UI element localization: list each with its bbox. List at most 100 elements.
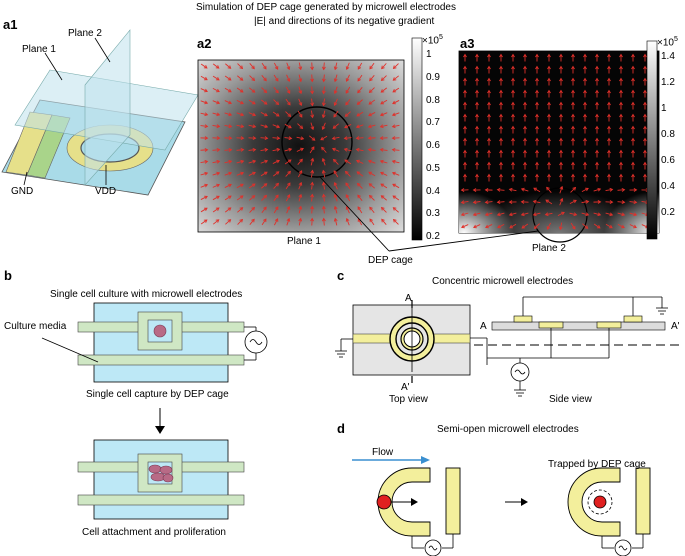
gradient-arrowhead bbox=[643, 125, 647, 130]
gradient-arrowhead bbox=[643, 53, 647, 58]
gradient-arrow bbox=[321, 147, 327, 153]
gradient-arrowhead bbox=[511, 137, 515, 142]
gradient-arrowhead bbox=[499, 77, 503, 82]
gradient-arrowhead bbox=[333, 90, 338, 95]
gradient-arrowhead bbox=[276, 159, 280, 164]
gradient-arrow bbox=[356, 124, 364, 128]
gradient-arrowhead bbox=[287, 101, 291, 106]
gradient-arrow bbox=[393, 207, 399, 213]
gradient-arrowhead bbox=[288, 147, 293, 152]
gradient-arrowhead bbox=[475, 149, 479, 154]
gradient-arrow bbox=[249, 207, 255, 213]
gradient-arrowhead bbox=[343, 136, 348, 141]
gradient-arrowhead bbox=[380, 206, 385, 211]
gradient-arrow bbox=[521, 212, 529, 216]
gradient-arrowhead bbox=[215, 65, 220, 69]
gradient-arrow bbox=[605, 212, 613, 216]
gradient-arrowhead bbox=[499, 101, 503, 106]
gradient-arrow bbox=[381, 207, 387, 213]
gradient-arrowhead bbox=[508, 200, 513, 204]
gradient-arrowhead bbox=[619, 65, 623, 70]
gradient-arrowhead bbox=[357, 194, 361, 199]
gradient-arrowhead bbox=[463, 113, 467, 118]
gradient-arrow bbox=[392, 195, 400, 201]
gradient-arrowhead bbox=[499, 173, 503, 178]
panel-d-tag: d bbox=[337, 421, 345, 436]
gradient-arrowhead bbox=[392, 65, 397, 70]
gradient-arrowhead bbox=[300, 136, 305, 141]
gradient-arrowhead bbox=[345, 78, 350, 82]
gradient-arrowhead bbox=[391, 171, 396, 176]
gradient-arrowhead bbox=[535, 101, 539, 106]
gradient-arrowhead bbox=[559, 185, 564, 190]
gradient-arrow bbox=[380, 87, 388, 93]
gradient-arrowhead bbox=[331, 136, 336, 141]
gradient-arrowhead bbox=[380, 100, 384, 105]
gradient-arrowhead bbox=[463, 125, 467, 130]
gradient-arrowhead bbox=[487, 65, 491, 70]
gradient-arrow bbox=[224, 149, 232, 151]
gradient-arrowhead bbox=[298, 66, 303, 71]
gradient-arrowhead bbox=[321, 193, 326, 198]
gradient-arrowhead bbox=[643, 149, 647, 154]
gradient-arrow bbox=[224, 172, 232, 176]
gradient-arrowhead bbox=[251, 77, 256, 82]
gradient-arrowhead bbox=[631, 161, 635, 166]
gradient-arrowhead bbox=[263, 171, 268, 176]
gradient-arrowhead bbox=[463, 137, 467, 142]
gradient-arrow bbox=[473, 224, 481, 228]
gradient-arrowhead bbox=[583, 173, 587, 178]
gradient-arrowhead bbox=[391, 159, 396, 164]
panel-b-tag: b bbox=[4, 268, 12, 283]
gradient-arrow bbox=[332, 148, 340, 152]
gnd-label: GND bbox=[11, 186, 34, 197]
gradient-arrow bbox=[200, 125, 208, 127]
gradient-arrow bbox=[200, 219, 208, 225]
gradient-arrow bbox=[333, 159, 339, 165]
gradient-arrow bbox=[357, 74, 363, 82]
gradient-arrowhead bbox=[583, 161, 587, 166]
gradient-arrow bbox=[224, 160, 232, 164]
gradient-arrow bbox=[212, 184, 220, 188]
gradient-arrow bbox=[248, 99, 256, 105]
gradient-arrowhead bbox=[546, 226, 551, 230]
gradient-arrowhead bbox=[345, 101, 349, 106]
gradient-arrow bbox=[368, 112, 376, 116]
gradient-arrow bbox=[392, 75, 400, 81]
gradient-arrowhead bbox=[355, 147, 360, 152]
gradient-arrowhead bbox=[381, 65, 385, 70]
gradient-arrowhead bbox=[496, 187, 501, 192]
gradient-arrowhead bbox=[521, 225, 526, 229]
gradient-arrow bbox=[485, 224, 493, 228]
gradient-arrowhead bbox=[228, 112, 233, 117]
gradient-arrowhead bbox=[321, 146, 325, 151]
gradient-arrowhead bbox=[607, 65, 611, 70]
gradient-arrowhead bbox=[344, 124, 348, 129]
gradient-arrowhead bbox=[487, 161, 491, 166]
a3-colorbar-tick: 1.2 bbox=[661, 77, 675, 88]
gradient-arrow bbox=[236, 112, 244, 116]
gradient-arrowhead bbox=[263, 194, 268, 199]
gradient-arrowhead bbox=[559, 77, 563, 82]
gradient-arrowhead bbox=[511, 161, 515, 166]
gradient-arrowhead bbox=[535, 149, 539, 154]
gradient-arrow bbox=[569, 199, 577, 205]
gradient-arrowhead bbox=[597, 200, 602, 204]
gradient-arrowhead bbox=[240, 124, 245, 129]
gradient-arrowhead bbox=[216, 183, 221, 188]
gradient-arrowhead bbox=[355, 136, 360, 141]
gradient-arrowhead bbox=[239, 218, 244, 223]
gradient-arrowhead bbox=[310, 181, 315, 186]
gradient-arrow bbox=[509, 188, 517, 192]
gradient-arrow bbox=[333, 110, 339, 118]
a2-colorbar-tick: 0.3 bbox=[426, 208, 440, 220]
gradient-arrow bbox=[297, 110, 303, 118]
gradient-arrow bbox=[272, 171, 280, 177]
gradient-arrow bbox=[212, 75, 220, 81]
gradient-arrow bbox=[311, 86, 313, 94]
gradient-arrow bbox=[200, 207, 208, 213]
gradient-arrowhead bbox=[287, 159, 292, 163]
gradient-arrow bbox=[393, 219, 399, 225]
gradient-arrowhead bbox=[571, 137, 575, 142]
gradient-arrowhead bbox=[299, 125, 304, 129]
